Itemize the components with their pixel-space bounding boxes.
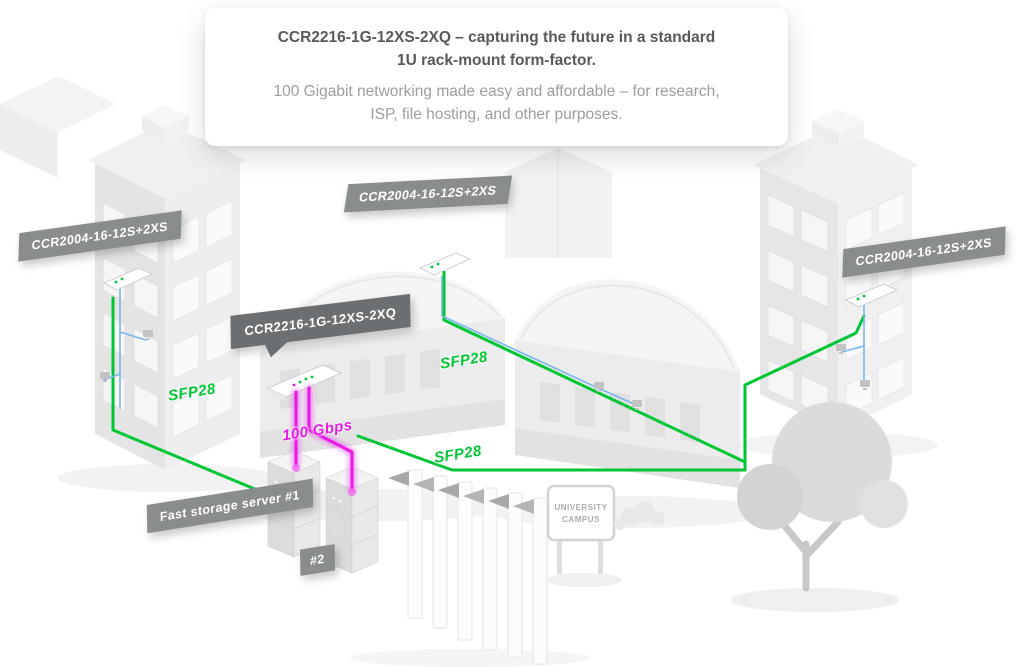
sign-line-1: UNIVERSITY xyxy=(554,503,607,512)
background-buildings xyxy=(0,76,612,258)
router-right-device xyxy=(844,283,899,308)
sfp28-cables xyxy=(111,270,866,494)
banner-storage-2-label: #2 xyxy=(309,551,325,569)
storage-cables xyxy=(292,385,356,496)
router-devices xyxy=(102,252,899,402)
trees xyxy=(737,402,908,592)
ethernet-cables xyxy=(103,275,865,409)
router-top-device xyxy=(418,252,472,276)
workstation-icons xyxy=(100,330,870,410)
smoke-puffs xyxy=(614,501,665,530)
callout-title-line-2: 1U rack-mount form-factor. xyxy=(397,52,596,70)
callout-body-line-1: 100 Gigabit networking made easy and aff… xyxy=(273,82,720,100)
headline-callout: CCR2216-1G-12XS-2XQ – capturing the futu… xyxy=(205,8,788,146)
banner-pointer xyxy=(264,341,289,359)
banner-storage-2: #2 xyxy=(299,544,335,576)
hall-right xyxy=(515,279,740,488)
banner-router-top-label: CCR2004-16-12S+2XS xyxy=(357,183,498,205)
router-left-device xyxy=(102,267,154,291)
campus-sign: UNIVERSITY CAMPUS xyxy=(546,484,616,574)
sign-line-2: CAMPUS xyxy=(562,515,600,524)
callout-body-line-2: ISP, file hosting, and other purposes. xyxy=(370,105,623,123)
colonnade xyxy=(388,469,548,665)
callout-title-line-1: CCR2216-1G-12XS-2XQ – capturing the futu… xyxy=(277,29,716,46)
